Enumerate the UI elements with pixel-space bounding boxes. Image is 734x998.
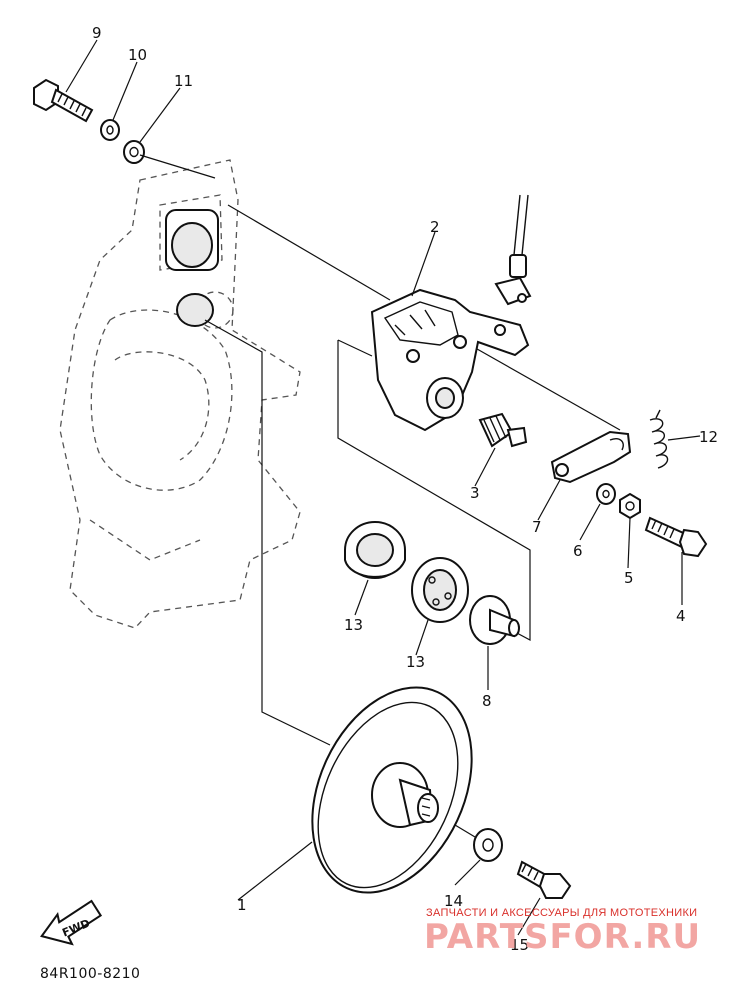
adjuster-3 <box>478 412 528 448</box>
diagram-code: 84R100-8210 <box>40 966 140 982</box>
callout-2: 2 <box>430 218 440 236</box>
brake-cable <box>494 194 532 306</box>
lock-washer-10 <box>100 119 120 141</box>
lever-arm-7 <box>550 430 632 484</box>
bolt-15 <box>516 860 572 899</box>
cam-13-lower <box>411 557 469 623</box>
callout-11: 11 <box>174 72 193 90</box>
callout-8: 8 <box>482 692 492 710</box>
callout-3: 3 <box>470 484 480 502</box>
callout-10: 10 <box>128 46 147 64</box>
callout-4: 4 <box>676 607 686 625</box>
shaft-8 <box>469 595 520 645</box>
callout-14: 14 <box>444 892 463 910</box>
nut-5 <box>619 492 641 520</box>
spring-12 <box>649 409 669 469</box>
crankcase-bosses <box>165 209 219 327</box>
cam-13-upper <box>344 521 406 579</box>
pulley-1 <box>311 686 473 894</box>
callout-5: 5 <box>624 569 634 587</box>
bolt-9 <box>33 78 94 123</box>
watermark-tagline: ЗАПЧАСТИ И АКСЕССУАРЫ ДЛЯ МОТОТЕХНИКИ <box>426 907 697 919</box>
callout-6: 6 <box>573 542 583 560</box>
callout-13-lower: 13 <box>406 653 425 671</box>
bolt-4 <box>644 516 708 558</box>
callout-9: 9 <box>92 24 102 42</box>
watermark-logo: PARTSFOR.RU <box>424 917 701 957</box>
callout-15: 15 <box>510 936 529 954</box>
washer-11 <box>123 140 145 164</box>
callout-1: 1 <box>237 896 247 914</box>
forward-arrow-icon: FWD <box>40 899 103 946</box>
callout-7: 7 <box>532 518 542 536</box>
washer-14 <box>473 828 503 862</box>
washer-6 <box>596 483 616 505</box>
callout-12: 12 <box>699 428 718 446</box>
callout-13-upper: 13 <box>344 616 363 634</box>
caliper-bracket-2 <box>370 288 530 432</box>
